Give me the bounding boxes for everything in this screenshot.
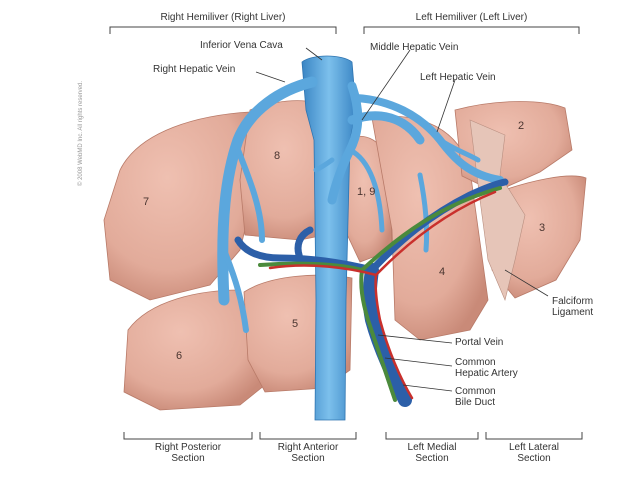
segment-label-2: 2 (518, 120, 525, 132)
segment-label-8: 8 (274, 150, 281, 162)
inferior-vena-cava (301, 55, 357, 421)
segment-label-3: 3 (539, 222, 546, 234)
segment-label-4: 4 (439, 266, 446, 278)
header-right-hemiliver: Right Hemiliver (Right Liver) (160, 12, 286, 23)
segment-label-7: 7 (143, 196, 150, 208)
section-left-lateral: Left Lateral Section (508, 442, 560, 464)
label-portal-vein: Portal Vein (455, 337, 504, 348)
section-left-medial: Left Medial Section (407, 442, 457, 464)
bile-duct (258, 186, 502, 402)
segment-label-1-9: 1, 9 (357, 186, 376, 198)
label-falciform-ligament: Falciform Ligament (552, 296, 594, 318)
label-left-hepatic-vein: Left Hepatic Vein (420, 72, 496, 83)
label-common-bile-duct: Common Bile Duct (455, 386, 496, 408)
segment-label-5: 5 (292, 318, 299, 330)
portal-vein (362, 263, 412, 407)
label-right-hepatic-vein: Right Hepatic Vein (153, 64, 236, 75)
hepatic-artery (268, 190, 497, 400)
portal-vein-branches (234, 178, 509, 274)
label-common-hepatic-artery: Common Hepatic Artery (455, 357, 518, 379)
segment-label-6: 6 (176, 350, 183, 362)
label-inferior-vena-cava: Inferior Vena Cava (200, 40, 283, 51)
bottom-brackets (123, 432, 583, 440)
middle-hepatic-vein-sub (313, 147, 385, 233)
section-right-posterior: Right Posterior Section (154, 442, 222, 464)
section-right-anterior: Right Anterior Section (277, 442, 339, 464)
header-left-hemiliver: Left Hemiliver (Left Liver) (415, 12, 528, 23)
falciform-ligament-shape (469, 119, 526, 301)
right-hepatic-vein-sub (221, 147, 265, 333)
right-hepatic-vein-branch (217, 76, 318, 306)
top-brackets (109, 26, 580, 34)
segment-6-lobe (123, 289, 266, 411)
copyright-notice: © 2008 WebMD Inc. All rights reserved. (78, 80, 84, 186)
leader-lines (255, 47, 549, 392)
label-middle-hepatic-vein: Middle Hepatic Vein (370, 42, 459, 53)
left-hepatic-vein-sub (417, 137, 481, 253)
